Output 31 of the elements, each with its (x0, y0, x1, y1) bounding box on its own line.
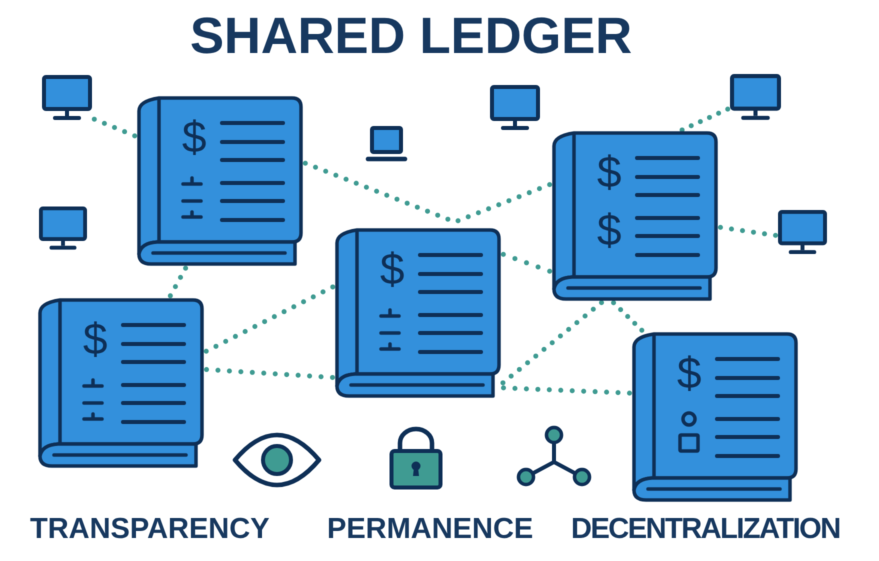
dollar-sign: $ (182, 116, 206, 160)
feature-label: PERMANENCE (327, 515, 534, 544)
dotted-connector (92, 116, 138, 138)
dotted-connector (302, 160, 552, 225)
dotted-connector (500, 300, 604, 386)
ledger-book (335, 228, 501, 398)
monitor-icon (39, 206, 87, 252)
dollar-sign: $ (597, 151, 621, 195)
monitor-icon (778, 210, 827, 256)
monitor-icon (42, 75, 92, 122)
dotted-connector (168, 266, 188, 298)
ledger-book (632, 332, 798, 502)
dotted-connector (718, 224, 778, 238)
ledger-book (38, 298, 204, 468)
dollar-sign: $ (597, 209, 621, 253)
ledger-book (552, 131, 718, 301)
laptop-icon (365, 126, 408, 163)
dollar-sign: $ (677, 352, 701, 396)
dotted-connector (680, 106, 730, 132)
feature-label: TRANSPARENCY (30, 515, 270, 544)
dollar-sign: $ (83, 318, 107, 362)
ledger-book (137, 96, 303, 266)
dotted-connector (501, 385, 632, 396)
dotted-connector (204, 284, 336, 354)
monitor-icon (490, 85, 540, 132)
feature-label: DECENTRALIZATION (571, 515, 840, 544)
dollar-sign: $ (380, 248, 404, 292)
dotted-connector (500, 252, 552, 274)
title: SHARED LEDGER (190, 10, 632, 61)
monitor-icon (730, 74, 781, 122)
dotted-connector (611, 300, 644, 333)
